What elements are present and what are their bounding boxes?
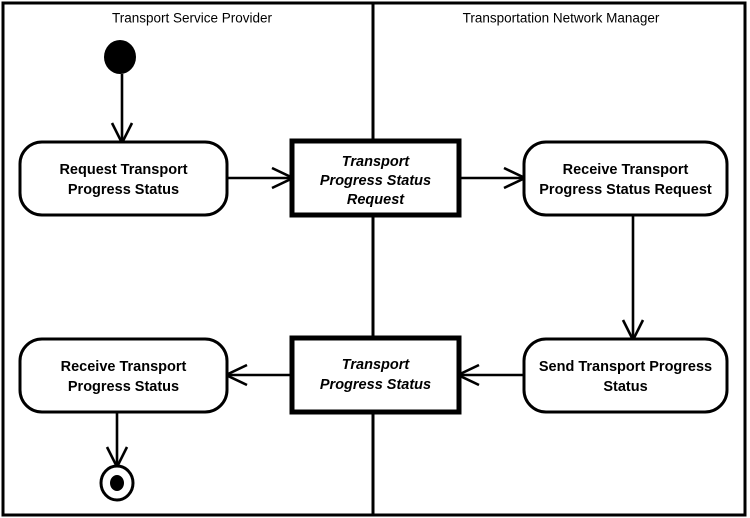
action-receive-transport-progress-status[interactable]: Receive Transport Progress Status	[18, 337, 229, 414]
action-send-transport-progress-status[interactable]: Send Transport Progress Status	[522, 337, 729, 414]
object-label-line-2: Progress Status	[320, 377, 431, 393]
object-transport-progress-status[interactable]: Transport Progress Status	[289, 335, 462, 415]
object-transport-progress-status-request[interactable]: Transport Progress Status Request	[289, 138, 462, 218]
action-label-line-2: Status	[603, 379, 647, 395]
swimlane-title-transportation-network-manager: Transportation Network Manager	[463, 11, 660, 26]
object-label-line-2: Progress Status	[320, 173, 431, 189]
final-node	[99, 464, 135, 502]
object-label-line-1: Transport	[342, 154, 411, 170]
action-receive-transport-progress-status-request[interactable]: Receive Transport Progress Status Reques…	[522, 140, 729, 217]
action-label-line-1: Request Transport	[59, 162, 187, 178]
action-label-line-2: Progress Status Request	[539, 182, 712, 198]
initial-node	[104, 40, 136, 74]
action-label-line-2: Progress Status	[68, 379, 179, 395]
action-label-line-1: Receive Transport	[563, 162, 689, 178]
object-label-line-1: Transport	[342, 357, 411, 373]
action-label-line-2: Progress Status	[68, 182, 179, 198]
action-label-line-1: Receive Transport	[61, 359, 187, 375]
action-request-transport-progress-status[interactable]: Request Transport Progress Status	[18, 140, 229, 217]
action-label-line-1: Send Transport Progress	[539, 359, 712, 375]
object-label-line-3: Request	[347, 192, 405, 208]
swimlane-title-transport-service-provider: Transport Service Provider	[112, 11, 273, 26]
